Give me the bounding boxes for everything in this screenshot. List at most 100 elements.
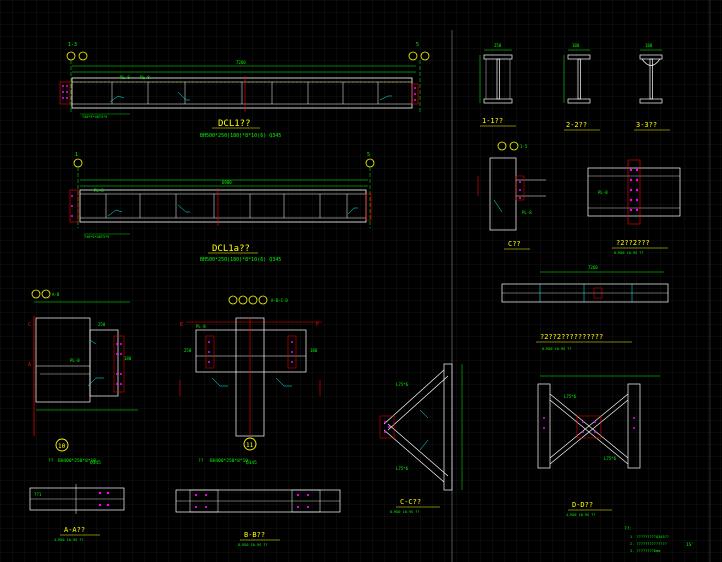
weld-callout [177,204,190,213]
node-tag-bubble [243,437,257,451]
detail-b2[interactable]: PL-8 ?2??2??? 8-M20 10.9S ?? [587,159,681,255]
splice-block [189,489,219,513]
beam-long-connection[interactable]: 7260 ?2??2?????????? 8-M20 10.9S ?? [501,265,669,351]
axis-bubble [41,289,51,299]
bolt-hole [306,505,310,509]
section-a-a[interactable]: ??1 A-A?? 4-M20 10.9S ?? [29,484,125,542]
section-c-c[interactable]: L75*6 L75*6 C-C?? 8-M20 10.9S ?? [379,363,463,514]
beam-note: T40*5*40T5*5 [82,115,107,119]
bolt-hole [120,383,122,385]
beam-dcl1a-title: DCL1a?? [212,244,250,254]
detail-c[interactable]: 1-5 PL-8 C?? [477,141,546,250]
bolt-hole [116,383,118,385]
axis-bubble [509,141,519,151]
section-dim: 180 [572,43,580,48]
section-3-title: 3-3?? [636,121,657,129]
detail-label: PL-8 [522,210,532,215]
bolt-hole [414,99,416,101]
bolt-hole [291,351,293,353]
section-2-2[interactable]: 180 2-2?? [563,43,600,131]
section-1-1[interactable]: 250 1-1?? [479,43,516,127]
axis-label-left: 1 [75,152,78,158]
axis-bubble [258,295,268,305]
node-spec: BH400*250*8*10 [210,458,248,464]
bolt-hole [635,208,639,212]
section-1-title: 1-1?? [482,117,503,125]
bolt-hole [629,168,633,172]
bolt-hole [635,188,639,192]
bolt-hole [384,431,386,433]
weld-callout [89,339,97,345]
bolt-hole [208,351,210,353]
note-suffix: 1S' [686,542,694,548]
bolt-hole [291,361,293,363]
bolt-hole [71,215,73,217]
axis-label-right: 5 [367,152,370,158]
bolt-hole [635,198,639,202]
beam-long-title: ?2??2?????????? [540,333,603,341]
beam-dcl1a-elevation[interactable]: 1 5 6980 PL-8 T40*5*40T5*5 DCL1a?? BH500… [69,152,375,263]
bolt-hole [194,493,198,497]
section-dd-title: D-D?? [572,501,593,509]
bolt-hole [208,341,210,343]
bolt-hole [66,85,68,87]
note-item: 3. ????????6mm [630,549,660,553]
section-label: ??1 [34,492,42,497]
detail-b2-title: ?2??2??? [616,239,650,247]
brace-member [387,375,449,431]
section-d-d[interactable]: L75*6 L75*6 D-D?? 4-M20 10.9S ?? [537,375,660,517]
plate-label: PL-8 [140,75,150,80]
bolt-hole [116,353,118,355]
bolt-hole [66,97,68,99]
weld-callout [347,207,358,215]
section-dim: 250 [494,43,502,48]
bolt-hole [306,493,310,497]
axis-bubble [408,51,418,61]
brace-member [549,399,629,465]
node-10-elevation[interactable]: A-B C A PL-8 250 180 10 ?? BH400*250*8*1… [28,289,138,466]
axis-bubble [420,51,430,61]
brace-member [387,423,449,477]
beam-dcl1a-spec: BH500*250(180)*8*10(6) Q345 [200,257,281,263]
bolt-hole [543,417,545,419]
bolt-hole [519,181,521,183]
brace-label: L75*6 [564,394,577,399]
bolt-hole [120,373,122,375]
notes-block[interactable]: ??: 1. ?????????Q345?? 2. ??????????????… [624,526,694,553]
node-prefix: ?? [48,458,54,464]
node-11-elevation[interactable]: A-B-C-D E F PL-8 250 180 11 ?? BH400*250… [179,295,322,466]
brace-member [383,429,445,483]
bolt-hole [519,189,521,191]
node-tag-bubble [55,438,69,452]
weld-callout [107,209,123,217]
axis-bubble [228,295,238,305]
bolt-hole [633,417,635,419]
section-3-3[interactable]: 180 3-3?? [634,43,670,131]
detail-label: PL-8 [598,190,608,195]
axis-mark-a: A [28,362,31,368]
bolt-hole [194,505,198,509]
section-dim: 180 [645,43,653,48]
bottom-flange [483,98,513,104]
axis-bubble [31,289,41,299]
node-spec-grade: Q345 [246,460,257,466]
column-flange [443,363,453,491]
bolt-hole [594,431,596,433]
node-dim-a: 250 [184,348,192,353]
section-b-b[interactable]: B-B?? 8-M20 10.9S ?? [175,489,341,547]
beam-dcl1-elevation[interactable]: 1-3 5 7260 PL-8 PL-8 [59,42,430,139]
axis-bubble [497,141,507,151]
detail-c-title: C?? [508,240,521,248]
bolt-hole [629,188,633,192]
brace-label: L75*6 [396,466,409,471]
end-plate [515,175,525,201]
bolt-hole [71,195,73,197]
end-plate-right [365,193,372,221]
weld-callout [87,377,104,387]
notes-heading: ??: [624,526,632,532]
node-axis: A-B-C-D [271,298,288,303]
bolt-hole [388,426,390,428]
bolt-hole [106,491,110,495]
